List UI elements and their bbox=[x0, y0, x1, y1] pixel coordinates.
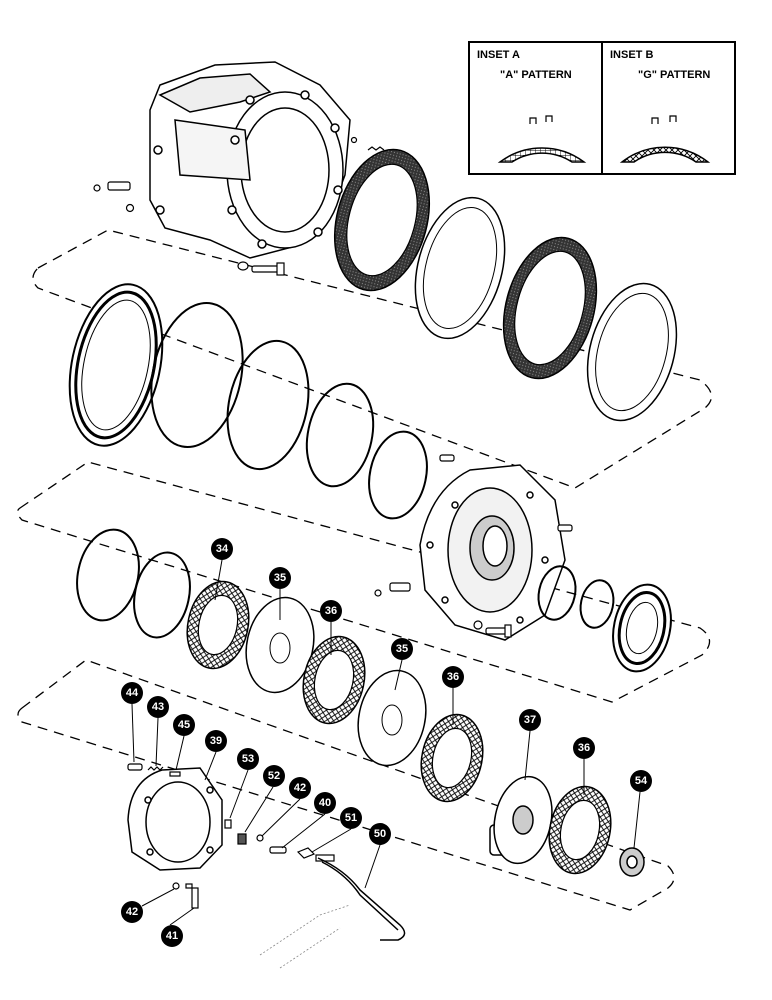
svg-text:53: 53 bbox=[242, 753, 254, 765]
callout-42a: 42 bbox=[261, 777, 311, 837]
carrier-bolt bbox=[473, 620, 512, 638]
valve-parts-53-52-42-40 bbox=[224, 819, 287, 854]
svg-text:35: 35 bbox=[396, 643, 408, 655]
friction-disc-36c bbox=[548, 785, 612, 875]
callout-34: 34 bbox=[211, 538, 233, 601]
clutch-carrier bbox=[419, 464, 566, 641]
dowel-pins-middle bbox=[374, 454, 573, 597]
seal-ring-6 bbox=[579, 579, 615, 629]
svg-text:36: 36 bbox=[578, 742, 590, 754]
callout-43: 43 bbox=[147, 696, 169, 767]
seal-ring-2 bbox=[226, 339, 310, 471]
seal-ring-4 bbox=[368, 430, 428, 520]
friction-disc-upper-2 bbox=[502, 236, 598, 380]
svg-text:42: 42 bbox=[294, 782, 306, 794]
svg-text:43: 43 bbox=[152, 701, 164, 713]
faint-tube-outline bbox=[259, 904, 351, 969]
inset-a-title: INSET A bbox=[477, 49, 520, 61]
callout-53: 53 bbox=[229, 748, 259, 819]
callout-40: 40 bbox=[281, 792, 336, 849]
svg-text:52: 52 bbox=[268, 770, 280, 782]
inset-b: INSET B "G" PATTERN bbox=[610, 49, 711, 163]
svg-text:36: 36 bbox=[447, 671, 459, 683]
separator-plate-35a bbox=[245, 596, 315, 694]
clutch-housing bbox=[149, 61, 351, 259]
callout-36c: 36 bbox=[573, 737, 595, 795]
hub-37 bbox=[489, 775, 553, 865]
svg-text:39: 39 bbox=[210, 735, 222, 747]
group-outline-middle bbox=[16, 461, 711, 703]
svg-text:36: 36 bbox=[325, 605, 337, 617]
callout-52: 52 bbox=[244, 765, 285, 833]
piston-small bbox=[612, 583, 672, 673]
callout-50: 50 bbox=[364, 823, 391, 889]
callout-51: 51 bbox=[311, 807, 362, 853]
callout-42b: 42 bbox=[121, 888, 175, 923]
inset-a-pattern-label: "A" PATTERN bbox=[500, 69, 572, 81]
inset-b-title: INSET B bbox=[610, 49, 653, 61]
separator-plate-35b bbox=[357, 669, 427, 767]
svg-text:40: 40 bbox=[319, 797, 331, 809]
friction-disc-34 bbox=[186, 580, 250, 670]
fitting-51 bbox=[296, 847, 335, 862]
callout-45: 45 bbox=[173, 714, 195, 771]
callout-36a: 36 bbox=[320, 600, 342, 655]
callout-36b: 36 bbox=[442, 666, 464, 725]
callout-35b: 35 bbox=[391, 638, 413, 691]
callout-37: 37 bbox=[519, 709, 541, 781]
end-plate-39 bbox=[127, 767, 223, 871]
seal-ring-3 bbox=[305, 382, 375, 488]
svg-text:35: 35 bbox=[274, 572, 286, 584]
inset-a: INSET A "A" PATTERN bbox=[477, 49, 587, 163]
housing-bolt bbox=[237, 261, 285, 276]
callout-41: 41 bbox=[161, 907, 195, 947]
friction-disc-36a bbox=[302, 635, 366, 725]
seal-ring-1 bbox=[150, 302, 244, 448]
steel-plate-upper-1 bbox=[414, 196, 506, 340]
svg-text:54: 54 bbox=[635, 775, 648, 787]
callout-39: 39 bbox=[204, 730, 227, 781]
bolt-42-41 bbox=[172, 882, 199, 909]
nut-54 bbox=[619, 847, 645, 877]
group-outline-lower bbox=[17, 659, 675, 911]
svg-text:45: 45 bbox=[178, 719, 190, 731]
seal-ring-5 bbox=[537, 565, 577, 621]
callout-44: 44 bbox=[121, 682, 143, 763]
small-parts-44-43-45 bbox=[127, 763, 181, 777]
svg-text:37: 37 bbox=[524, 714, 536, 726]
inset-b-pattern-label: "G" PATTERN bbox=[638, 69, 710, 81]
g-pattern-segment bbox=[619, 146, 711, 163]
svg-text:44: 44 bbox=[126, 687, 139, 699]
svg-text:51: 51 bbox=[345, 812, 357, 824]
callout-54: 54 bbox=[630, 770, 652, 849]
svg-text:34: 34 bbox=[216, 543, 229, 555]
piston-large bbox=[68, 283, 164, 447]
a-pattern-segment bbox=[497, 147, 587, 163]
group-outline-upper bbox=[32, 229, 712, 489]
callout-35a: 35 bbox=[269, 567, 291, 620]
lube-tube-50 bbox=[317, 857, 406, 941]
inset-box: INSET A "A" PATTERN INSET B "G" PATTERN bbox=[468, 41, 736, 175]
spring-top bbox=[350, 136, 385, 151]
steel-plate-upper-2 bbox=[586, 282, 678, 422]
friction-disc-36b bbox=[420, 713, 484, 803]
svg-text:50: 50 bbox=[374, 828, 386, 840]
dowel-pin-left bbox=[93, 181, 135, 213]
svg-text:41: 41 bbox=[166, 930, 178, 942]
svg-text:42: 42 bbox=[126, 906, 138, 918]
seal-ring-8 bbox=[133, 551, 191, 639]
friction-disc-upper-1 bbox=[333, 148, 431, 292]
